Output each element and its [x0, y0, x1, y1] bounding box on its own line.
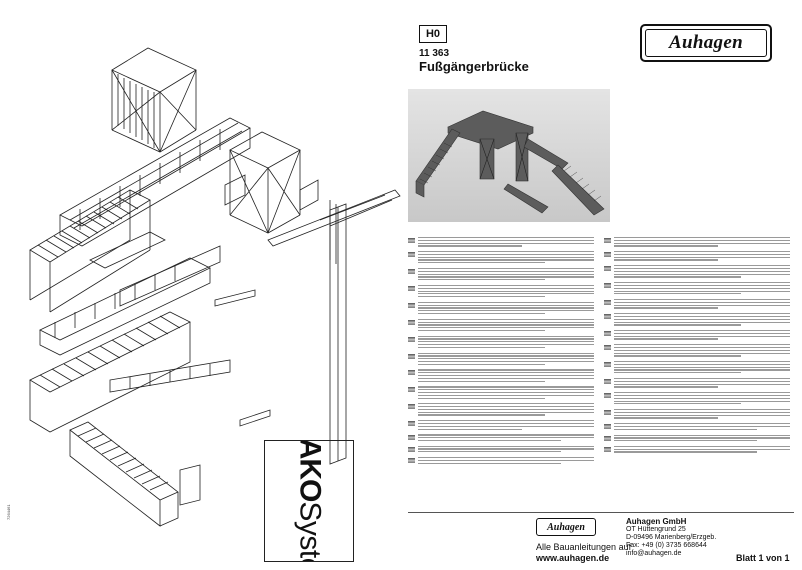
text-paragraph	[604, 344, 790, 358]
language-flag-icon	[408, 421, 415, 427]
language-flag-icon	[408, 269, 415, 275]
product-photo-render	[408, 89, 610, 222]
text-paragraph	[408, 403, 594, 417]
language-flag-icon	[604, 410, 611, 416]
language-flag-icon	[408, 319, 415, 325]
text-paragraph	[408, 284, 594, 299]
text-paragraph	[604, 313, 790, 327]
text-paragraph	[408, 386, 594, 400]
language-flag-icon	[408, 336, 415, 342]
company-block: Auhagen GmbH OT Hüttengrund 25 D-09496 M…	[626, 518, 716, 558]
footer-brand-logo: Auhagen	[536, 518, 596, 536]
language-flag-icon	[604, 331, 611, 337]
text-paragraph	[408, 301, 594, 316]
language-flag-icon	[408, 435, 415, 441]
text-paragraph	[604, 265, 790, 279]
text-paragraph	[604, 361, 790, 375]
platform-lower	[39, 257, 211, 356]
address-line: D-09496 Marienberg/Erzgeb.	[626, 534, 717, 541]
language-flag-icon	[604, 252, 611, 258]
text-paragraph	[408, 251, 594, 265]
language-flag-icon	[408, 404, 415, 410]
text-paragraph	[604, 378, 790, 389]
language-flag-icon	[604, 300, 611, 306]
address-line: info@auhagen.de	[626, 550, 682, 557]
platform-mid	[89, 231, 221, 307]
text-paragraph	[408, 369, 594, 383]
language-flag-icon	[408, 458, 415, 463]
tower-frame-top	[111, 47, 197, 153]
text-paragraph	[604, 330, 790, 341]
brand-logo-text: Auhagen	[645, 29, 767, 57]
stako-word: STAKO	[293, 440, 326, 502]
stairs-bottom	[69, 421, 179, 527]
footer-divider	[408, 512, 794, 513]
text-paragraph	[408, 457, 594, 465]
stairs-left	[29, 189, 151, 313]
text-paragraph	[604, 434, 790, 443]
language-flag-icon	[604, 362, 611, 368]
text-paragraph	[604, 423, 790, 431]
text-paragraph	[604, 299, 790, 310]
walkway-upper	[59, 117, 251, 247]
address-line: Fax: +49 (0) 3735 668644	[626, 542, 707, 549]
language-flag-icon	[604, 345, 611, 351]
text-paragraph	[408, 268, 594, 282]
language-flag-icon	[408, 252, 415, 258]
text-paragraph	[408, 335, 594, 350]
language-flag-icon	[604, 446, 611, 452]
language-flag-icon	[604, 238, 611, 243]
text-paragraph	[604, 409, 790, 420]
text-paragraph	[604, 251, 790, 262]
tower-frame-mid	[229, 131, 301, 234]
text-paragraph	[408, 445, 594, 454]
language-flag-icon	[604, 424, 611, 430]
language-flag-icon	[408, 353, 415, 359]
instructions-note: Alle Bauanleitungen auf	[536, 542, 632, 552]
text-paragraph	[604, 237, 790, 248]
language-flag-icon	[604, 379, 611, 385]
text-paragraph	[408, 237, 594, 248]
text-paragraph	[604, 392, 790, 406]
language-flag-icon	[604, 266, 611, 272]
vertical-code: 7264461	[6, 504, 11, 520]
text-paragraph	[408, 434, 594, 442]
language-flag-icon	[408, 446, 415, 452]
language-flag-icon	[604, 283, 611, 289]
text-paragraph	[408, 420, 594, 431]
article-number: 11 363	[419, 48, 450, 59]
product-title: Fußgängerbrücke	[419, 59, 529, 74]
brand-logo: Auhagen	[640, 24, 772, 62]
text-paragraph	[604, 445, 790, 454]
system-word: System	[293, 501, 326, 562]
railing-strip	[267, 189, 401, 247]
text-paragraph	[408, 352, 594, 367]
language-flag-icon	[408, 285, 415, 291]
assembly-drawing	[29, 47, 401, 527]
language-flag-icon	[408, 370, 415, 376]
language-flag-icon	[604, 314, 611, 320]
language-flag-icon	[408, 302, 415, 308]
language-flag-icon	[408, 387, 415, 393]
sheet-number: Blatt 1 von 1	[736, 553, 790, 563]
product-photo	[408, 89, 610, 222]
scale-badge: H0	[419, 25, 447, 43]
language-flag-icon	[604, 393, 611, 399]
text-paragraph	[604, 282, 790, 296]
company-name: Auhagen GmbH	[626, 517, 687, 526]
railing-bottom	[109, 359, 231, 393]
address-line: OT Hüttengrund 25	[626, 526, 686, 533]
website-link[interactable]: www.auhagen.de	[536, 553, 610, 563]
stako-logo: STAKOSystem	[264, 440, 354, 562]
vertical-rail	[329, 203, 347, 465]
instructions-column-right	[604, 237, 790, 457]
language-flag-icon	[604, 435, 611, 441]
text-paragraph	[408, 318, 594, 333]
instructions-column-left	[408, 237, 594, 468]
stairs-lower	[29, 311, 191, 433]
language-flag-icon	[408, 238, 415, 243]
